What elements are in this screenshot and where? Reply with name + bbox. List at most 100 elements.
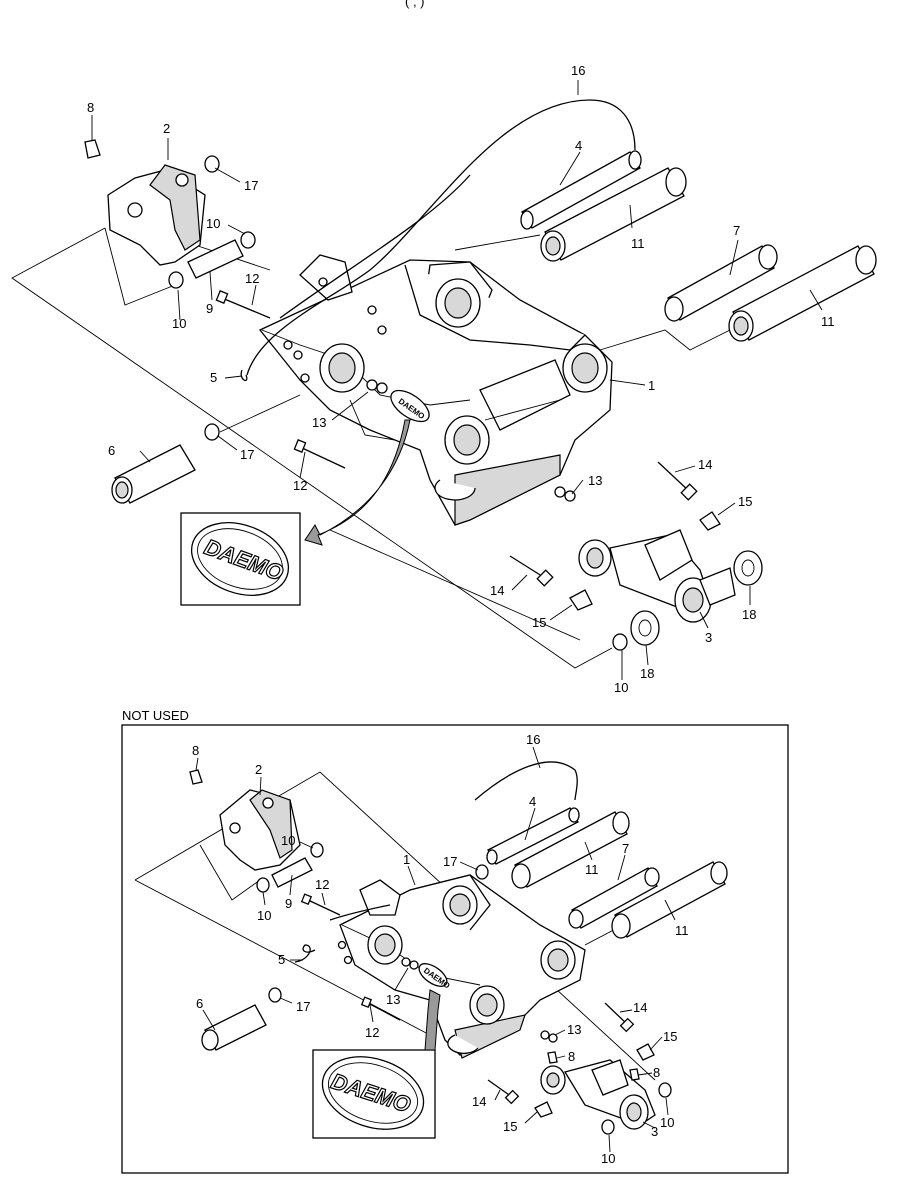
top-pin-4	[520, 150, 642, 230]
top-ring-10c	[612, 633, 628, 651]
bottom-label-17b: 17	[296, 999, 310, 1014]
bottom-label-10d: 10	[601, 1151, 615, 1166]
top-pin-7	[664, 244, 778, 322]
top-label-13a: 13	[312, 415, 326, 430]
top-label-11a: 11	[631, 236, 645, 251]
bottom-bolt-14b	[487, 1079, 513, 1098]
bottom-grease-nipple-b	[547, 1051, 558, 1064]
top-label-6: 6	[108, 443, 115, 458]
top-bolt-14b	[509, 555, 546, 579]
top-washer-18b	[630, 610, 660, 646]
bottom-label-10c: 10	[660, 1115, 674, 1130]
top-label-11b: 11	[821, 314, 835, 329]
top-ring-17a	[204, 155, 220, 173]
bottom-safety-cable	[474, 761, 578, 801]
bottom-label-8b: 8	[568, 1049, 575, 1064]
top-safety-cable	[246, 99, 636, 376]
top-ring-10a	[240, 231, 256, 249]
bottom-label-15b: 15	[503, 1119, 517, 1134]
bottom-grease-nipple-c	[629, 1068, 640, 1081]
top-pin-11a	[540, 167, 687, 262]
top-label-3: 3	[705, 630, 712, 645]
bottom-label-11b: 11	[675, 923, 689, 938]
bottom-pin-9	[271, 857, 313, 888]
bottom-label-11a: 11	[585, 862, 599, 877]
top-pin-6	[111, 444, 196, 504]
top-logo-inset: DAEMO	[180, 512, 301, 606]
top-label-16: 16	[571, 63, 585, 78]
top-grease-nipple	[84, 139, 101, 159]
top-pin-left-line	[219, 394, 301, 433]
bottom-ring-17b	[268, 987, 282, 1003]
bottom-label-8c: 8	[653, 1065, 660, 1080]
bottom-bolt-12b	[367, 1002, 401, 1021]
bottom-pin-11a	[511, 811, 630, 889]
bottom-split-pin	[294, 944, 316, 963]
bottom-label-15a: 15	[663, 1029, 677, 1044]
bottom-label-10b: 10	[257, 908, 271, 923]
bottom-pin-4	[486, 807, 580, 865]
header-fragment: ( , )	[405, 0, 425, 9]
top-elbow-15b	[569, 589, 593, 611]
bottom-label-13b: 13	[567, 1022, 581, 1037]
bottom-bracket-outline	[199, 844, 261, 901]
bottom-label-14a: 14	[633, 1000, 647, 1015]
top-label-7: 7	[733, 223, 740, 238]
bottom-label-9: 9	[285, 896, 292, 911]
top-pin-right-line	[599, 324, 741, 351]
bottom-label-6: 6	[196, 996, 203, 1011]
top-label-15b: 15	[532, 615, 546, 630]
bottom-grease-nipple	[189, 769, 203, 785]
top-safety-cable-inner	[279, 174, 471, 319]
top-label-14b: 14	[490, 583, 504, 598]
bottom-label-12b: 12	[365, 1025, 379, 1040]
bottom-logo-inset: DAEMO	[312, 1049, 436, 1139]
top-assembly-outline	[11, 227, 613, 669]
top-elbow-15a	[699, 511, 721, 531]
bottom-label-7: 7	[622, 841, 629, 856]
top-pin-9	[187, 239, 244, 279]
bottom-ring-10b	[256, 877, 270, 893]
top-pin-11b	[728, 245, 877, 342]
bottom-elbow-15b	[534, 1101, 553, 1118]
top-label-12a: 12	[245, 271, 259, 286]
bottom-coupler-body: DAEMO	[337, 874, 586, 1059]
top-bolt-12a	[221, 297, 271, 319]
bottom-pin-11b	[611, 861, 728, 939]
bottom-bolt-12a	[307, 899, 341, 916]
top-label-17b: 17	[240, 447, 254, 462]
bottom-label-1: 1	[403, 852, 410, 867]
bottom-label-2: 2	[255, 762, 262, 777]
bottom-ring-10c	[658, 1082, 672, 1098]
bottom-label-8a: 8	[192, 743, 199, 758]
not-used-caption: NOT USED	[122, 708, 189, 723]
top-split-pin	[240, 369, 248, 382]
top-bolt-12b	[299, 446, 346, 469]
top-ring-17b	[204, 423, 220, 441]
top-label-10b: 10	[172, 316, 186, 331]
top-pin-upper-line	[454, 234, 541, 251]
bottom-label-5: 5	[278, 952, 285, 967]
top-label-10a: 10	[206, 216, 220, 231]
bottom-label-13a: 13	[386, 992, 400, 1007]
bottom-assembly: DAEMO	[134, 732, 728, 1166]
bottom-ring-10d	[601, 1119, 615, 1135]
bottom-label-3: 3	[651, 1124, 658, 1139]
top-lock-cylinder	[578, 529, 736, 623]
bottom-pin-7	[568, 867, 660, 929]
bottom-callout-arrow	[424, 989, 441, 1051]
top-label-12b: 12	[293, 478, 307, 493]
top-assembly: DAEMO	[11, 63, 877, 695]
bottom-label-14b: 14	[472, 1094, 486, 1109]
bottom-label-10a: 10	[281, 833, 295, 848]
top-bolt-14a	[657, 461, 691, 493]
top-lower-line	[329, 529, 581, 641]
bottom-cable-end	[329, 904, 391, 921]
top-label-9: 9	[206, 301, 213, 316]
top-callout-arrow	[304, 419, 411, 546]
top-label-15a: 15	[738, 494, 752, 509]
bottom-elbow-15a	[636, 1043, 655, 1061]
top-label-17a: 17	[244, 178, 258, 193]
bottom-bracket	[219, 789, 301, 871]
